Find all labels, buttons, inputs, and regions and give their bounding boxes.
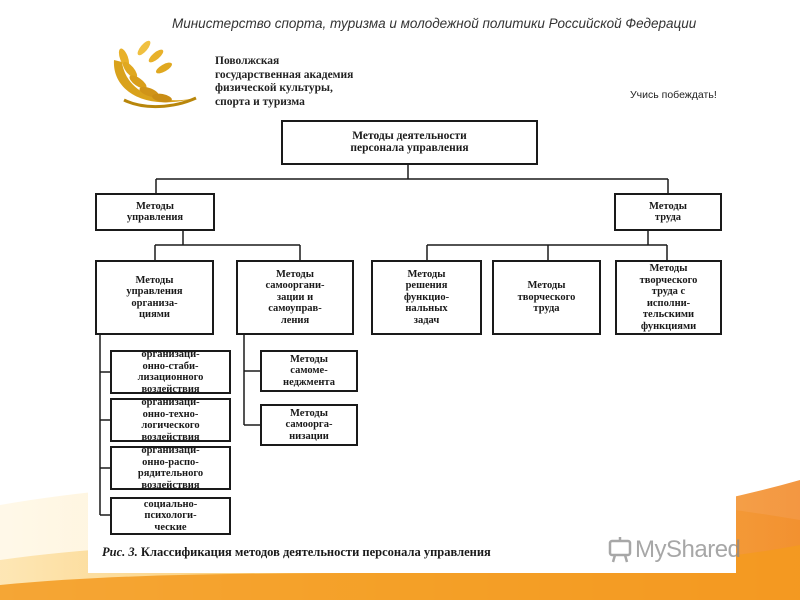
- caption-prefix: Рис. 3.: [102, 545, 138, 559]
- root-methods-box: Методы деятельности персонала управления: [281, 120, 538, 165]
- functional-tasks-box: Методы решения функцио- нальных задач: [371, 260, 482, 335]
- self-management-box: Методы самоме- неджмента: [260, 350, 358, 392]
- org-administrative-box: организаци- онно-распо- рядительного воз…: [110, 445, 231, 491]
- watermark-text: MyShared: [635, 536, 741, 563]
- self-organizing-box: Методы самоорга- низации: [260, 404, 358, 446]
- creative-executive-box: Методы творческого труда с исполни- тель…: [615, 260, 722, 335]
- academy-line: государственная академия: [215, 68, 354, 81]
- labor-methods-box: Методы труда: [614, 193, 722, 231]
- org-stabilization-box: организаци- онно-стаби- лизационного воз…: [110, 349, 231, 395]
- academy-line: спорта и туризма: [215, 95, 305, 108]
- slogan: Учись побеждать!: [630, 89, 717, 101]
- watermark: MyShared: [608, 536, 741, 564]
- creative-labor-box: Методы творческого труда: [492, 260, 601, 335]
- figure-caption: Рис. 3. Классификация методов деятельнос…: [102, 545, 491, 560]
- ministry-title: Министерство спорта, туризма и молодежно…: [172, 16, 697, 31]
- projector-icon: [608, 537, 632, 563]
- org-technological-box: организаци- онно-техно- логического возд…: [110, 397, 231, 443]
- academy-name: Поволжская государственная академия физи…: [215, 55, 353, 109]
- caption-text: Классификация методов деятельности персо…: [140, 545, 491, 559]
- academy-line: Поволжская: [215, 55, 280, 67]
- diagram-background: [88, 114, 736, 573]
- academy-line: физической культуры,: [215, 82, 333, 94]
- self-organization-box: Методы самооргани- зации и самоуправ- ле…: [236, 260, 354, 335]
- socio-psychological-box: социально- психологи- ческие: [110, 497, 231, 535]
- org-management-box: Методы управления организа- циями: [95, 260, 214, 335]
- management-methods-box: Методы управления: [95, 193, 215, 231]
- laurel-logo-icon: [113, 40, 197, 109]
